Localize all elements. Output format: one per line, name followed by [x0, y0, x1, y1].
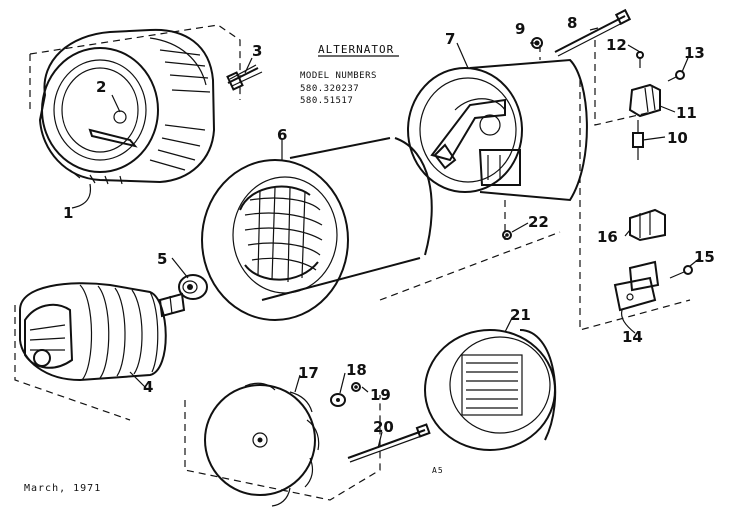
- callout-20: 20: [373, 418, 394, 436]
- date-label: March, 1971: [24, 483, 101, 494]
- callout-5: 5: [157, 250, 167, 268]
- callout-2: 2: [96, 78, 106, 96]
- part-end-plate: [424, 329, 557, 451]
- page-code: A5: [432, 466, 444, 475]
- part-long-bolt: [554, 8, 632, 57]
- leader-lines: [71, 27, 701, 449]
- part-washer-screw: [330, 382, 361, 407]
- title-block: ALTERNATOR MODEL NUMBERS 580.320237 580.…: [300, 43, 399, 106]
- model-heading: MODEL NUMBERS: [300, 71, 377, 81]
- part-stator: [201, 137, 433, 321]
- part-rotor: [19, 282, 186, 382]
- part-housing: [407, 58, 588, 202]
- part-bearing: [178, 274, 208, 300]
- callout-12: 12: [606, 36, 627, 54]
- callout-15: 15: [694, 248, 715, 266]
- part-bracket-assembly: [613, 260, 693, 312]
- model-number-2: 580.51517: [300, 96, 353, 106]
- callout-14: 14: [622, 328, 643, 346]
- part-through-bolt: [347, 423, 431, 463]
- model-number-1: 580.320237: [300, 84, 359, 94]
- callout-3: 3: [252, 42, 262, 60]
- part-rectifier-assembly: [628, 51, 685, 160]
- callout-9: 9: [515, 20, 525, 38]
- callout-13: 13: [684, 44, 705, 62]
- callout-21: 21: [510, 306, 531, 324]
- part-fan: [204, 382, 320, 507]
- callout-6: 6: [277, 126, 287, 144]
- callout-4: 4: [143, 378, 153, 396]
- callout-18: 18: [346, 361, 367, 379]
- callout-8: 8: [567, 14, 577, 32]
- part-end-bell: [38, 28, 216, 185]
- callout-16: 16: [597, 228, 618, 246]
- callout-1: 1: [63, 204, 73, 222]
- part-bolt-3: [226, 64, 263, 91]
- callout-22: 22: [528, 213, 549, 231]
- diagram-title: ALTERNATOR: [318, 43, 394, 56]
- part-capacitor-block: [629, 208, 666, 242]
- callout-17: 17: [298, 364, 319, 382]
- callout-11: 11: [676, 104, 697, 122]
- callout-19: 19: [370, 386, 391, 404]
- part-screw-22: [502, 230, 512, 240]
- callout-numbers: 1 2 3 4 5 6 7 8 9 10 11 12 13 14 15 16 1…: [63, 14, 715, 436]
- callout-10: 10: [667, 129, 688, 147]
- callout-7: 7: [445, 30, 455, 48]
